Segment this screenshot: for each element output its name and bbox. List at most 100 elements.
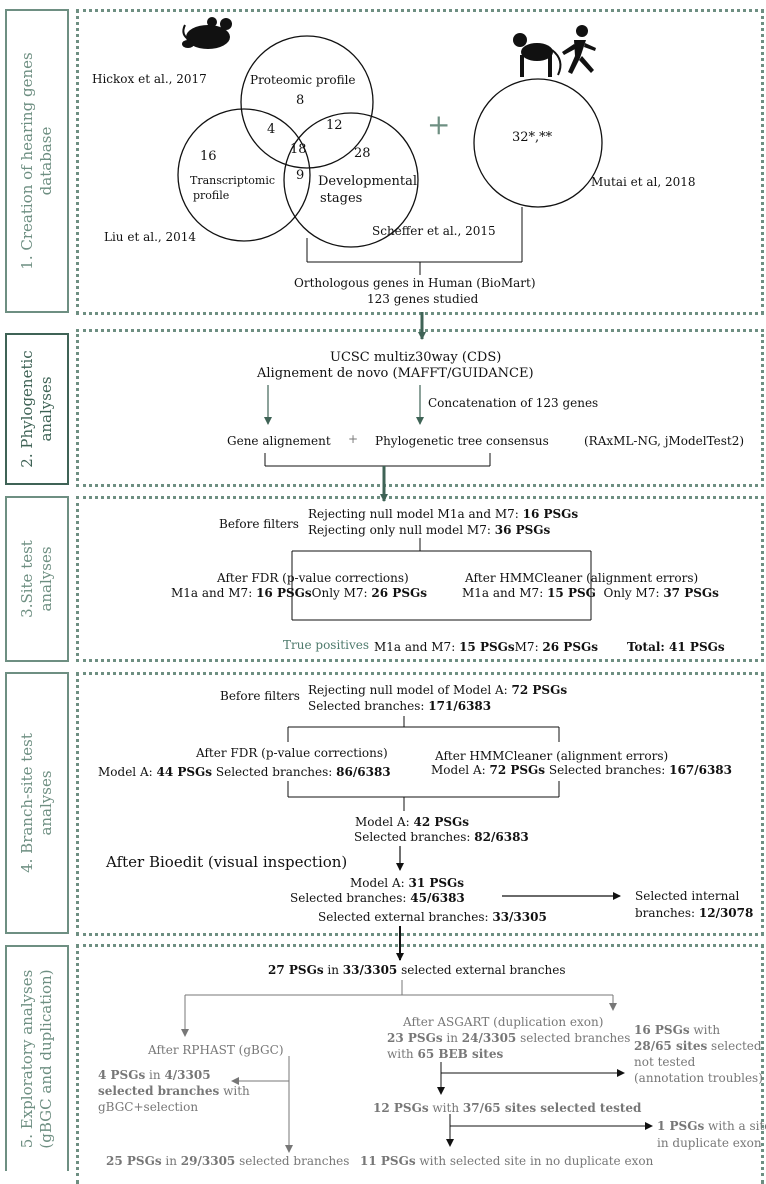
s4-hmm-model-value: 72 PSGs [489,763,546,777]
venn-label-developmental-1: Developmental [318,174,417,189]
s5-duplicate-psgs: 1 PSGs [657,1119,705,1133]
orthologous-genes-text: Orthologous genes in Human (BioMart) [294,276,536,290]
s5-rphast-psgs: 4 PSGs [98,1068,146,1082]
s4-selected-label: Selected branches: [308,699,429,713]
s4-fdr-branches-value: 86/6383 [336,765,391,779]
s4-hmm-results: Model A: 72 PSGs Selected branches: 167/… [431,763,732,777]
s4-internal-2: branches: 12/3078 [635,906,753,920]
s4-fdr-title: After FDR (p-value corrections) [196,746,388,760]
section4-side-box: 4. Branch-site test analyses [5,672,69,934]
s3-fdr-results: M1a and M7: 16 PSGsOnly M7: 26 PSGs [171,586,427,600]
s4-hmm-model-label: Model A: [431,763,490,777]
s5-not-tested-sites: 28/65 sites [634,1039,708,1053]
s5-rphast-line2: selected branches with [98,1084,250,1098]
s5-rphast-line1: 4 PSGs in 4/3305 [98,1068,211,1082]
s3-reject-m7-value: 36 PSGs [494,523,551,537]
s4-selected-45-value: 45/6383 [410,891,465,905]
mutai-circle [473,78,603,208]
section2-content-box [76,329,764,487]
section4-content-box [76,672,764,936]
gene-alignement-text: Gene alignement [227,434,331,448]
s5-rphast-bottom-branches: 29/3305 [180,1154,236,1168]
s3-hmm-m1a-value: 15 PSG [547,586,596,600]
s5-top-branches: 33/3305 [342,963,398,977]
s3-reject-m1a-m7-label: Rejecting null model M1a and M7: [308,507,523,521]
s4-before-filters: Before filters [220,689,300,703]
section1-side-box: 1. Creation of hearing genes database [5,9,69,313]
s4-selected-82-label: Selected branches: [354,830,475,844]
section2-plus: + [348,432,359,446]
s5-asgart-title: After ASGART (duplication exon) [403,1015,604,1029]
section5-content-box [76,944,764,1184]
s4-model-a-31-label: Model A: [350,876,409,890]
s3-fdr-m1a-value: 16 PSGs [256,586,312,600]
s4-reject-model-a: Rejecting null model of Model A: 72 PSGs [308,683,567,697]
venn-label-transcriptomic-1: Transcriptomic [190,174,276,187]
venn-count-trans-dev: 9 [296,168,305,183]
s5-duplicate-with: with a site [704,1119,766,1133]
s4-selected-45: Selected branches: 45/6383 [290,891,465,905]
s4-fdr-results: Model A: 44 PSGs Selected branches: 86/6… [98,765,391,779]
s4-model-a-31-value: 31 PSGs [408,876,465,890]
s4-model-a-label: Model A: [355,815,414,829]
s4-fdr-model-value: 44 PSGs [156,765,213,779]
venn-label-transcriptomic-2: profile [193,189,230,202]
s5-rphast-title: After RPHAST (gBGC) [148,1043,284,1057]
s3-tp-m7-label: M7: [514,640,543,654]
s4-internal-value: 12/3078 [698,906,754,920]
s5-tested-line: 12 PSGs with 37/65 sites selected tested [373,1101,641,1115]
s3-fdr-title: After FDR (p-value corrections) [217,571,409,585]
s5-rphast-with: with [219,1084,250,1098]
venn-count-trans-only: 16 [200,149,217,164]
venn-circle-proteomic [240,35,374,169]
s4-selected-82-value: 82/6383 [474,830,529,844]
s5-not-tested-psgs: 16 PSGs [634,1023,690,1037]
s5-rphast-branches: 4/3305 [164,1068,211,1082]
plus-sign: + [427,108,451,141]
s3-true-positives-results: M1a and M7: 15 PSGsM7: 26 PSGs [374,640,598,654]
genes-studied-text: 123 genes studied [367,292,479,306]
s3-fdr-m7-label: Only M7: [311,586,372,600]
ref-liu: Liu et al., 2014 [104,230,197,244]
s4-selected-82: Selected branches: 82/6383 [354,830,529,844]
s5-rphast-selected: selected branches [98,1084,220,1098]
s3-hmm-results: M1a and M7: 15 PSG Only M7: 37 PSGs [462,586,719,600]
s4-external-label: Selected external branches: [318,910,493,924]
s5-duplicate-line1: 1 PSGs with a site [657,1119,766,1133]
s5-tested-sites: 37/65 sites selected tested [462,1101,642,1115]
s5-asgart-branches: 24/3305 [461,1031,517,1045]
s3-hmm-m7-label: Only M7: [603,586,664,600]
s3-hmm-title: After HMMCleaner (alignment errors) [465,571,699,585]
venn-count-prot-trans: 4 [267,122,276,137]
s3-fdr-m7-value: 26 PSGs [371,586,427,600]
s3-before-filters: Before filters [219,517,299,531]
s4-hmm-title: After HMMCleaner (alignment errors) [435,749,669,763]
s4-hmm-branches-value: 167/6383 [669,763,732,777]
phylo-tools-text: (RAxML-NG, jModelTest2) [584,434,745,448]
venn-count-dev-only: 28 [354,146,371,161]
s5-not-tested-line4: (annotation troubles) [634,1071,763,1085]
s4-external-branches: Selected external branches: 33/3305 [318,910,547,924]
s3-tp-m1a-label: M1a and M7: [374,640,460,654]
s4-internal-1: Selected internal [635,889,740,903]
s3-tp-m7-value: 26 PSGs [542,640,598,654]
s4-internal-label: branches: [635,906,699,920]
s5-no-duplicate-post: with selected site in no duplicate exon [415,1154,654,1168]
s5-tested-with: with [428,1101,463,1115]
runner-icon [562,25,596,74]
s4-hmm-branches-label: Selected branches: [545,763,670,777]
venn-label-developmental-2: stages [320,191,363,206]
section1-content-box [76,9,764,315]
s5-asgart-in: in [442,1031,462,1045]
s3-hmm-m1a-label: M1a and M7: [462,586,548,600]
s5-top-post: selected external branches [397,963,566,977]
s5-no-duplicate-psgs: 11 PSGs [360,1154,416,1168]
s4-external-value: 33/3305 [492,910,547,924]
s5-rphast-bottom-psgs: 25 PSGs [106,1154,162,1168]
s3-reject-m1a-m7: Rejecting null model M1a and M7: 16 PSGs [308,507,578,521]
concatenation-text: Concatenation of 123 genes [428,396,599,410]
venn-count-prot-dev: 12 [326,118,343,133]
s5-rphast-bottom-in: in [161,1154,181,1168]
s4-model-a-42: Model A: 42 PSGs [355,815,469,829]
